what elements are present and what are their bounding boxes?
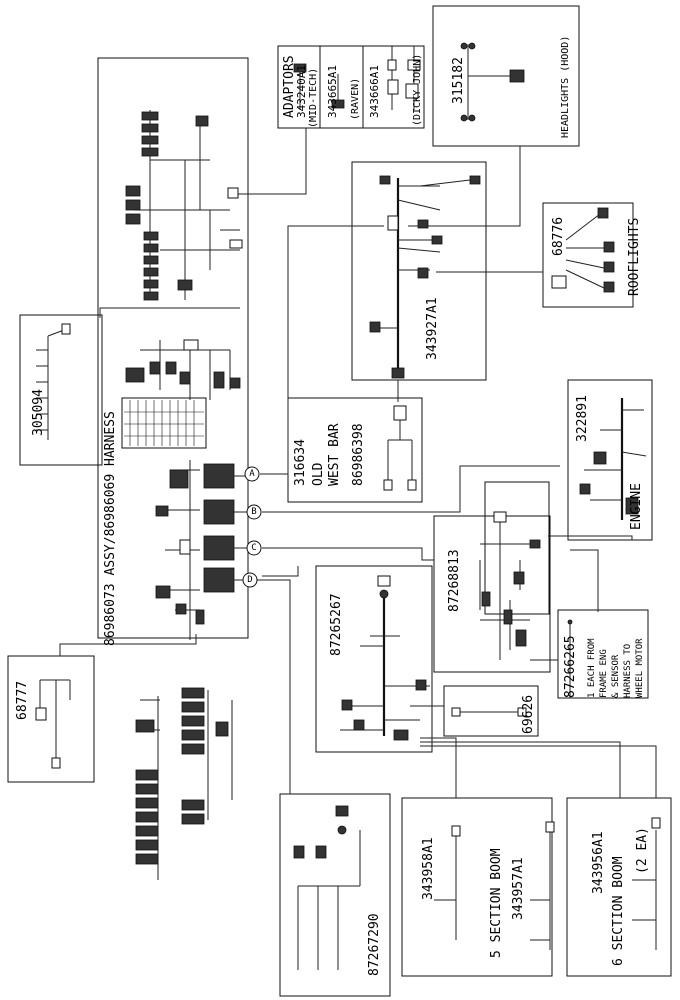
part-68777-sketch: [35, 679, 71, 769]
west-bar-new-part: 86986398: [351, 423, 366, 486]
connector-a-circle: [244, 466, 260, 482]
adaptor-sketches: [293, 46, 421, 110]
boom5-label: 5 SECTION BOOM: [489, 848, 504, 958]
connector-a-label: A: [249, 469, 255, 479]
harness-87268813-upper-box: [484, 481, 550, 615]
boom6-sketch: [632, 817, 661, 950]
boom-87267290-sketch: [293, 805, 361, 970]
connector-c-label: C: [251, 543, 256, 553]
main-harness-box: [97, 57, 249, 639]
harness-87266265-sketch: [567, 619, 573, 698]
engine-sketch: [579, 398, 647, 520]
adaptor-2-part: 343665A1: [326, 65, 339, 118]
harness-87268813-box: [433, 515, 551, 673]
harness-87265267-box: [315, 565, 433, 753]
harness-87266265-note-1: 1 EACH FROM: [587, 638, 597, 698]
rooflights-label: ROOFLIGHTS: [627, 218, 642, 296]
headlights-sketch: [460, 42, 525, 122]
engine-part: 322891: [575, 395, 590, 442]
connector-b-circle: [246, 504, 262, 520]
boom6-label: 6 SECTION BOOM: [611, 856, 626, 966]
adaptor-2-brand: (RAVEN): [350, 78, 361, 120]
adaptors-title: ADAPTORS: [282, 55, 297, 118]
part-69626-box: [443, 685, 539, 737]
west-bar-old-part: 316634: [293, 439, 308, 486]
headlights-label: HEADLIGHTS (HOOD): [560, 36, 571, 138]
part-68777-box: [7, 655, 95, 783]
part-68777-label: 68777: [15, 681, 30, 720]
engine-label: ENGINE: [629, 483, 644, 530]
west-bar-line2: WEST BAR: [327, 423, 342, 486]
connector-d-circle: [242, 572, 258, 588]
harness-87266265-note-2: FRAME ENG: [599, 649, 609, 698]
harness-87268813-part: 87268813: [447, 549, 462, 612]
part-305094-label: 305094: [31, 389, 46, 436]
boom5-part-b: 343957A1: [511, 857, 526, 920]
connector-b-label: B: [251, 507, 256, 517]
cab-harness-sketch: [369, 175, 481, 379]
harness-87266265-part: 87266265: [563, 635, 578, 698]
connector-d-label: D: [247, 575, 252, 585]
headlights-part: 315182: [451, 57, 466, 104]
boom5-part-a: 343958A1: [421, 837, 436, 900]
harness-87268813-sketch: [479, 511, 541, 660]
engine-box: [567, 379, 653, 541]
rooflights-part: 68776: [551, 217, 566, 256]
boom5-sketch: [434, 821, 555, 950]
harness-87266265-note-4: HARNESS TO: [623, 644, 633, 698]
adaptor-1-brand: (MID-TECH): [308, 68, 319, 128]
part-69626-sketch: [451, 707, 527, 717]
harness-87265267-sketch: [340, 575, 430, 741]
harness-87266265-note-5: WHEEL MOTOR: [635, 638, 645, 698]
main-harness-label: 86986073 ASSY/86986069 HARNESS: [103, 411, 118, 646]
harness-87266265-note-3: & SENSOR: [611, 654, 621, 698]
adaptor-3-part: 343666A1: [368, 65, 381, 118]
west-bar-line1: OLD: [311, 462, 326, 486]
boom6-qty: (2 EA): [635, 827, 650, 874]
adaptor-3-brand: (DICKY JOHN): [412, 54, 423, 126]
main-harness-drawing: [121, 110, 248, 880]
boom5-box: [401, 797, 553, 977]
connection-lines: [59, 128, 657, 798]
cab-harness-part: 343927A1: [425, 297, 440, 360]
part-69626-label: 69626: [521, 695, 536, 734]
connector-c-circle: [246, 540, 262, 556]
headlights-box: [432, 5, 580, 147]
harness-87265267-part: 87265267: [329, 593, 344, 656]
adaptor-1-part: 343240A1: [295, 65, 308, 118]
part-305094-box: [19, 314, 103, 466]
part-305094-sketch: [36, 323, 71, 440]
cab-harness-box: [351, 161, 487, 381]
boom6-part: 343956A1: [591, 831, 606, 894]
rooflights-sketch: [551, 207, 615, 293]
west-bar-sketch: [383, 405, 417, 491]
rooflights-box: [542, 202, 634, 308]
harness-87266265-box: [557, 609, 649, 699]
boom-87267290-label: 87267290: [367, 913, 382, 976]
boom-87267290-box: [279, 793, 391, 997]
boom6-box: [566, 797, 672, 977]
